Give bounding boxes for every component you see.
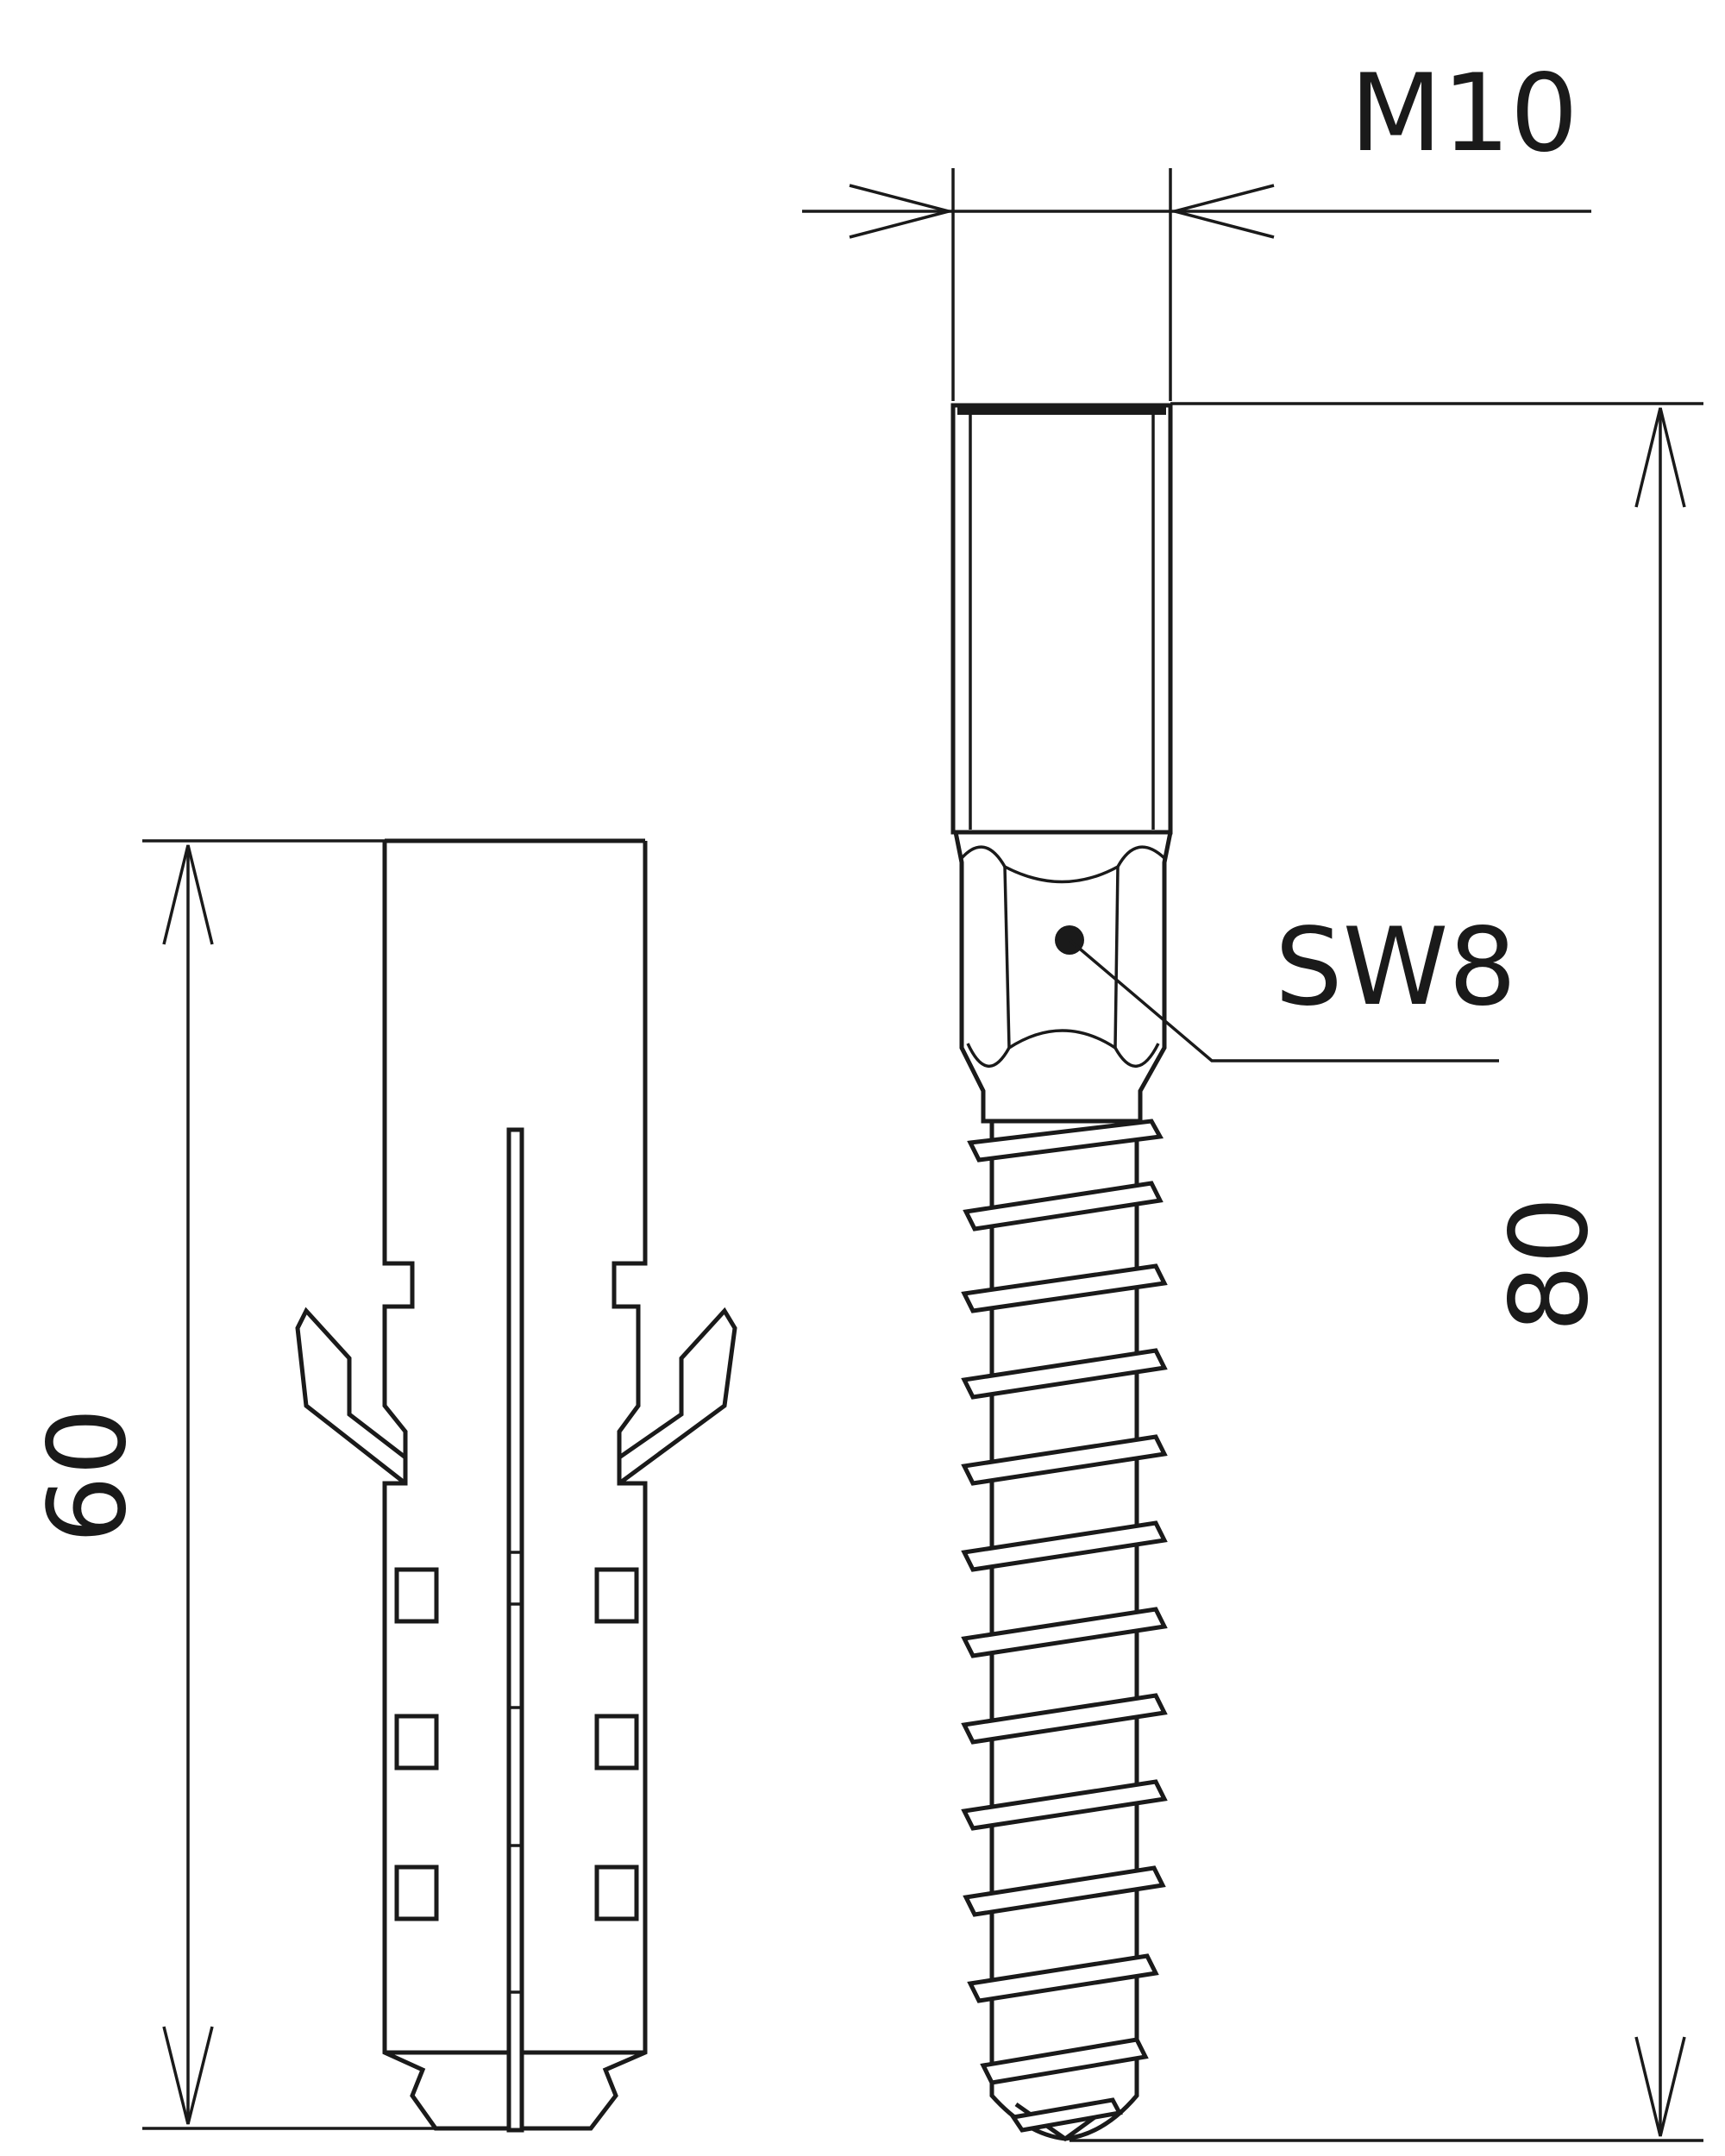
flight-5: [961, 1434, 1168, 1486]
dim60-arrow-top: [162, 844, 214, 945]
flight-1: [967, 1119, 1164, 1163]
sw8-leader: [1055, 925, 1499, 1062]
plug-outline-left: [382, 841, 511, 2131]
dim60-arrow-bottom: [162, 2026, 214, 2125]
hex-bottom-scallop: [966, 1029, 1160, 1068]
dim80-arrow-top: [1634, 407, 1686, 508]
plug-rib-r3: [594, 1865, 639, 1921]
dim80-arrow-bottom: [1634, 2036, 1686, 2137]
hex-edge-2: [1113, 866, 1120, 1049]
plug-wing-right: [618, 1307, 737, 1486]
flight-12: [980, 2037, 1149, 2085]
dimension-60: [142, 839, 436, 2130]
bolt-screw-core-right: [1064, 1121, 1139, 2141]
plug-outline-right: [519, 841, 648, 2131]
hex-edge-1: [1003, 866, 1011, 1049]
flight-3: [961, 1263, 1168, 1313]
hex-top-scallop: [960, 845, 1166, 884]
plug-rib-r1: [594, 1567, 639, 1624]
flight-4: [961, 1348, 1168, 1400]
plug-rib-r2: [594, 1714, 639, 1771]
flight-6: [961, 1520, 1168, 1572]
flight-13: [1009, 2097, 1123, 2133]
flight-11: [967, 1953, 1159, 2003]
flight-7: [961, 1607, 1168, 1658]
plug-length-label: 60: [26, 1407, 150, 1544]
plug-rib-l2: [394, 1714, 439, 1771]
plug-rib-l1: [394, 1567, 439, 1624]
flight-8: [961, 1693, 1168, 1745]
dimension-80: [1070, 402, 1703, 2142]
screw-thread-flights: [961, 1119, 1168, 2133]
m10-arrow-left: [849, 184, 955, 239]
m10-arrow-right: [1169, 184, 1275, 239]
flight-9: [961, 1779, 1168, 1831]
flight-2: [963, 1181, 1164, 1232]
wall-plug: [295, 838, 737, 2133]
flight-10: [963, 1865, 1166, 1917]
wrench-size-label: SW8: [1275, 906, 1517, 1030]
hanger-bolt: [950, 403, 1173, 2142]
bolt-machine-thread: [950, 403, 1173, 835]
thread-size-label: M10: [1350, 52, 1578, 176]
bolt-hex-collar: [953, 831, 1173, 1124]
sw8-leader-line: [1068, 938, 1499, 1062]
plug-slit: [506, 1127, 524, 2133]
plug-rib-l3: [394, 1865, 439, 1921]
screw-length-label: 80: [1488, 1196, 1612, 1332]
dimension-m10: [802, 168, 1591, 401]
plug-wing-left: [295, 1307, 407, 1485]
